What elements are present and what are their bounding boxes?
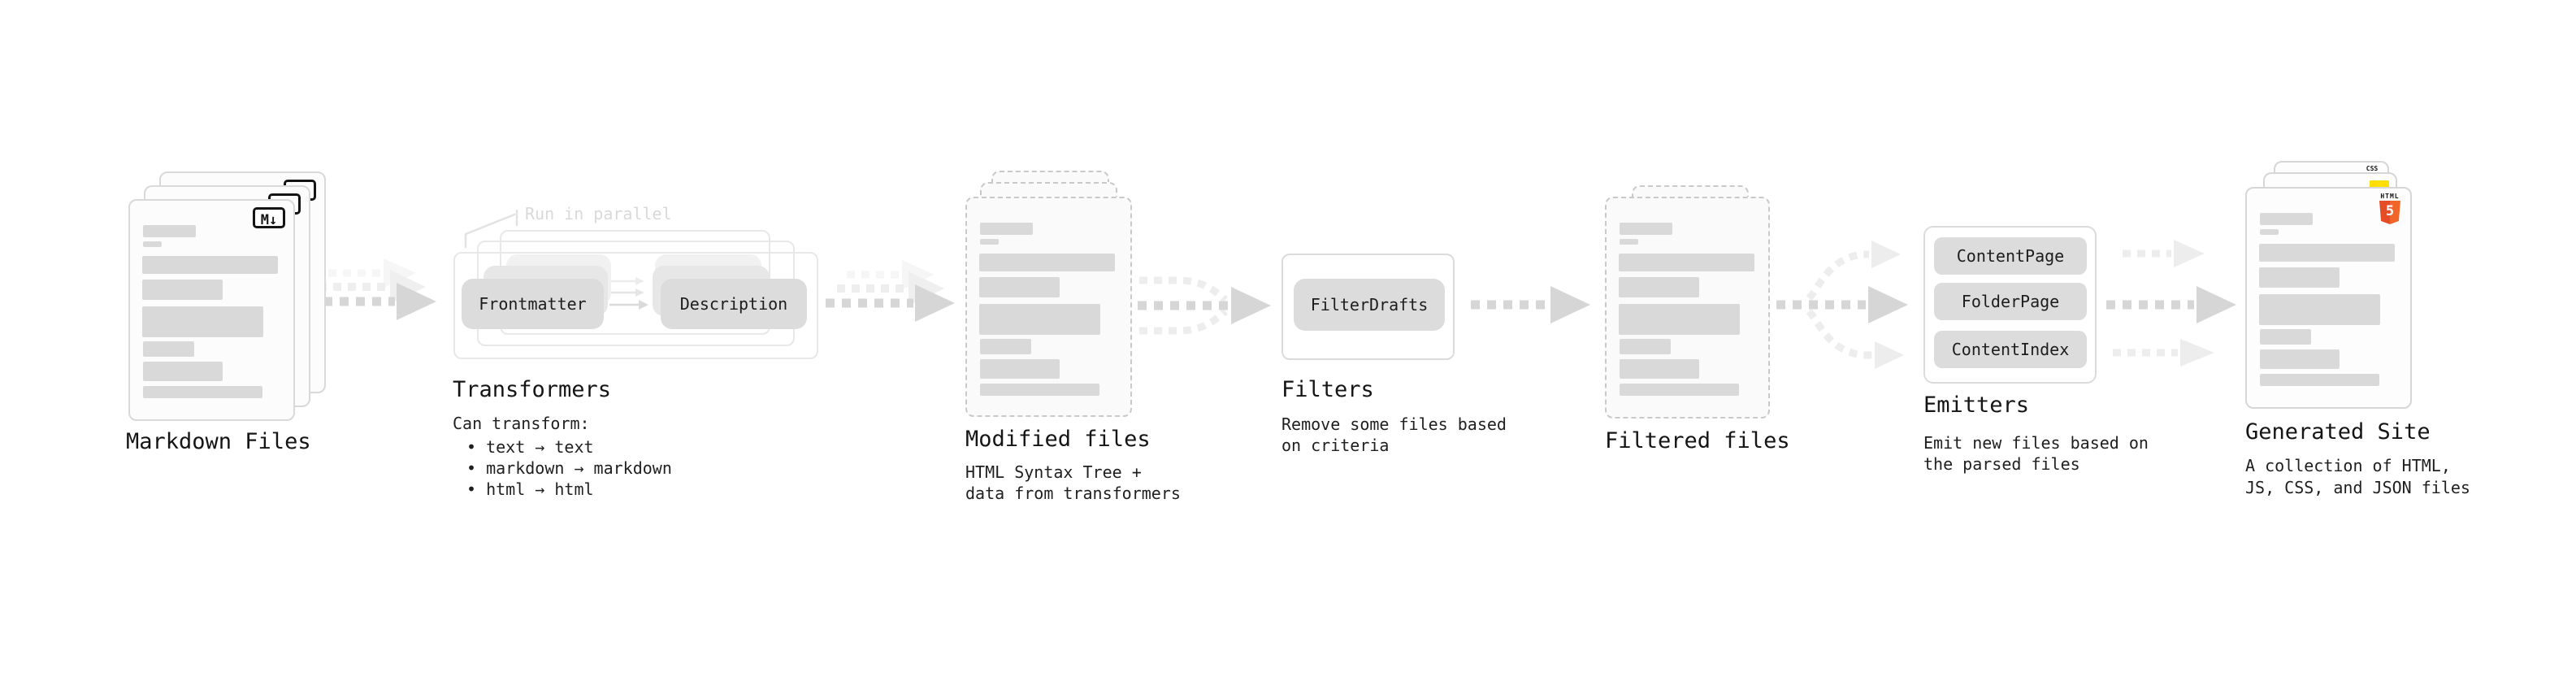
arrow-filtered-to-emitters-icon [1776, 241, 1908, 369]
markdown-icon: M↓ [253, 207, 285, 228]
transformers-bullet: • text → text [466, 437, 594, 457]
modified-files-desc: HTML Syntax Tree + [965, 462, 1142, 482]
transformers-title: Transformers [453, 377, 612, 402]
content-line [143, 362, 223, 381]
markdown-files-label: Markdown Files [126, 429, 311, 454]
content-line [980, 359, 1060, 379]
content-line [980, 223, 1033, 235]
run-in-parallel-annotation: Run in parallel [525, 204, 672, 223]
markdown-file-card-front: M↓ [128, 199, 295, 421]
arrow-emitters-to-site-icon [2106, 240, 2236, 367]
content-line [1620, 239, 1638, 245]
file-content-skeleton [1607, 198, 1768, 417]
content-line [2260, 349, 2340, 369]
content-line [1619, 277, 1699, 297]
content-line [2259, 294, 2380, 325]
transformers-heading: Can transform: [453, 414, 590, 433]
transformers-bullet: • markdown → markdown [466, 458, 672, 478]
content-line [142, 256, 278, 274]
emitters-desc: the parsed files [1923, 454, 2080, 474]
filters-title: Filters [1281, 377, 1374, 402]
file-content-skeleton [2247, 189, 2410, 407]
frontmatter-step-box: Frontmatter [462, 279, 604, 329]
emitters-desc: Emit new files based on [1923, 433, 2149, 453]
content-line [143, 241, 162, 247]
javascript-icon [2370, 180, 2389, 189]
file-content-skeleton [130, 201, 293, 419]
html5-icon: HTML 5 [2378, 193, 2402, 224]
content-line [1620, 384, 1739, 396]
content-line [143, 225, 196, 237]
contentindex-step-box: ContentIndex [1934, 331, 2087, 368]
filters-desc: on criteria [1281, 436, 1390, 455]
site-file-card-front: HTML 5 [2245, 187, 2412, 409]
content-line [142, 280, 223, 300]
content-line [980, 239, 999, 245]
folderpage-step-box: FolderPage [1934, 283, 2087, 320]
content-line [980, 384, 1099, 396]
arrow-modified-to-filters-icon [1138, 276, 1271, 335]
file-content-skeleton [967, 198, 1130, 415]
content-line [1620, 223, 1672, 235]
content-line [143, 341, 194, 357]
transformer-layer-front [453, 252, 818, 359]
arrow-filters-to-filtered-icon [1471, 286, 1590, 323]
content-line [2260, 213, 2313, 225]
content-line [1620, 359, 1699, 379]
content-line [979, 254, 1115, 271]
arrow-markdown-to-transformers-icon [307, 258, 436, 320]
modified-file-card-front [965, 197, 1132, 417]
content-line [2260, 374, 2379, 386]
description-step-box: Description [661, 279, 807, 329]
content-line [1619, 304, 1740, 335]
content-line [980, 339, 1031, 354]
emitters-title: Emitters [1923, 393, 2030, 418]
content-line [2260, 329, 2311, 345]
filters-desc: Remove some files based [1281, 414, 1507, 434]
content-line [142, 306, 263, 337]
generated-site-label: Generated Site [2245, 419, 2431, 445]
transformers-bullet: • html → html [466, 479, 594, 499]
content-line [2260, 229, 2279, 235]
generated-site-desc: A collection of HTML, [2245, 456, 2451, 475]
content-line [1620, 339, 1671, 354]
content-line [2259, 267, 2340, 288]
contentpage-step-box: ContentPage [1934, 237, 2087, 275]
content-line [2259, 244, 2395, 262]
modified-files-label: Modified files [965, 427, 1151, 452]
filtered-files-label: Filtered files [1605, 428, 1790, 453]
filtered-file-card-front [1605, 197, 1770, 419]
arrow-transformers-to-modified-icon [826, 260, 955, 322]
content-line [979, 304, 1100, 335]
filterdrafts-step-box: FilterDrafts [1294, 279, 1445, 331]
modified-files-desc: data from transformers [965, 484, 1181, 503]
content-line [1619, 254, 1754, 271]
content-line [979, 277, 1060, 297]
generated-site-desc: JS, CSS, and JSON files [2245, 478, 2470, 497]
content-line [143, 386, 262, 398]
